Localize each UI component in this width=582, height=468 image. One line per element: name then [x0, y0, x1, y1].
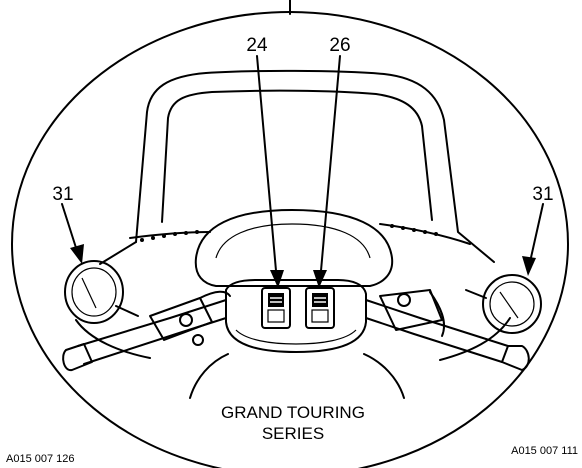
callout-leaders — [61, 55, 544, 288]
switch-26 — [305, 287, 335, 329]
callout-31-right: 31 — [532, 184, 553, 205]
switch-24 — [261, 287, 291, 329]
fairing-right-lower — [439, 317, 511, 361]
right-switch-housing — [379, 289, 443, 331]
fairing-right — [363, 353, 405, 399]
left-handlebar — [77, 299, 227, 365]
caption-line-2: SERIES — [262, 424, 324, 443]
callout-26: 26 — [329, 35, 350, 56]
windshield-lower-edge — [129, 223, 471, 245]
windshield-inner — [161, 89, 433, 223]
reference-right: A015 007 111 — [511, 445, 578, 457]
caption-line-1: GRAND TOURING — [221, 403, 365, 422]
right-bolt — [397, 293, 411, 307]
callout-24: 24 — [246, 35, 268, 56]
left-clamp-knob — [192, 334, 204, 346]
right-grip — [501, 345, 530, 371]
handlebar-center-rim — [235, 329, 357, 345]
fairing-left-lower — [75, 319, 151, 359]
left-grip — [62, 343, 93, 372]
windshield-outer — [135, 69, 495, 263]
callout-31-left: 31 — [52, 184, 73, 205]
windshield-left-tip — [99, 241, 137, 265]
right-lever — [429, 291, 446, 337]
windshield-bolts — [140, 224, 438, 242]
right-mirror — [465, 274, 542, 334]
left-mirror — [64, 260, 139, 324]
frame-ellipse — [11, 11, 569, 468]
handlebar-center — [225, 279, 367, 353]
cowl-inner — [215, 223, 371, 259]
reference-left: A015 007 126 — [6, 453, 75, 465]
instrument-cowl — [194, 209, 394, 287]
left-lever — [199, 290, 231, 299]
fairing-left — [189, 353, 229, 399]
left-switch-housing — [149, 297, 213, 341]
left-bolt — [179, 313, 193, 327]
